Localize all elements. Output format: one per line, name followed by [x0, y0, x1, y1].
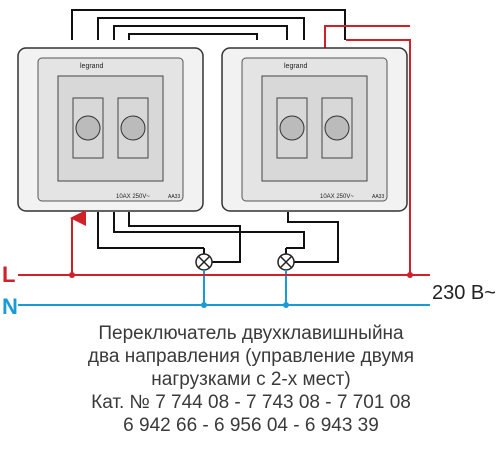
switch-1-brand: legrand	[80, 63, 103, 70]
caption-line-3: нагрузками с 2-х мест)	[151, 369, 351, 390]
switch-2-brand: legrand	[284, 63, 307, 70]
caption-line-5: 6 942 66 - 6 956 04 - 6 943 39	[123, 415, 379, 436]
live-junction-1	[69, 272, 75, 278]
load-wires	[97, 212, 339, 263]
live-junction-2	[407, 272, 413, 278]
caption-line-2: два направления (управление двумя	[87, 346, 415, 367]
caption-line-4: Кат. № 7 744 08 - 7 743 08 - 7 701 08	[91, 392, 411, 413]
traveler-wires	[71, 9, 346, 40]
lamp-2	[277, 253, 295, 271]
voltage-label: 230 В~	[432, 282, 496, 304]
line-N-label: N	[2, 294, 18, 319]
switch-1-rating: 10AX 250V~	[116, 194, 150, 200]
switch-2: legrand 10AX 250V~ AA33	[221, 47, 408, 212]
lamp-1	[195, 253, 213, 271]
switch-1-code: AA33	[168, 194, 180, 200]
switch-2-rating: 10AX 250V~	[320, 194, 354, 200]
switch-1: legrand 10AX 250V~ AA33	[17, 47, 204, 212]
line-L-label: L	[2, 262, 16, 287]
live-feed-wire	[324, 25, 411, 275]
switch-2-code: AA33	[372, 194, 384, 200]
caption-line-1: Переключатель двухклавишныйна	[98, 323, 404, 344]
